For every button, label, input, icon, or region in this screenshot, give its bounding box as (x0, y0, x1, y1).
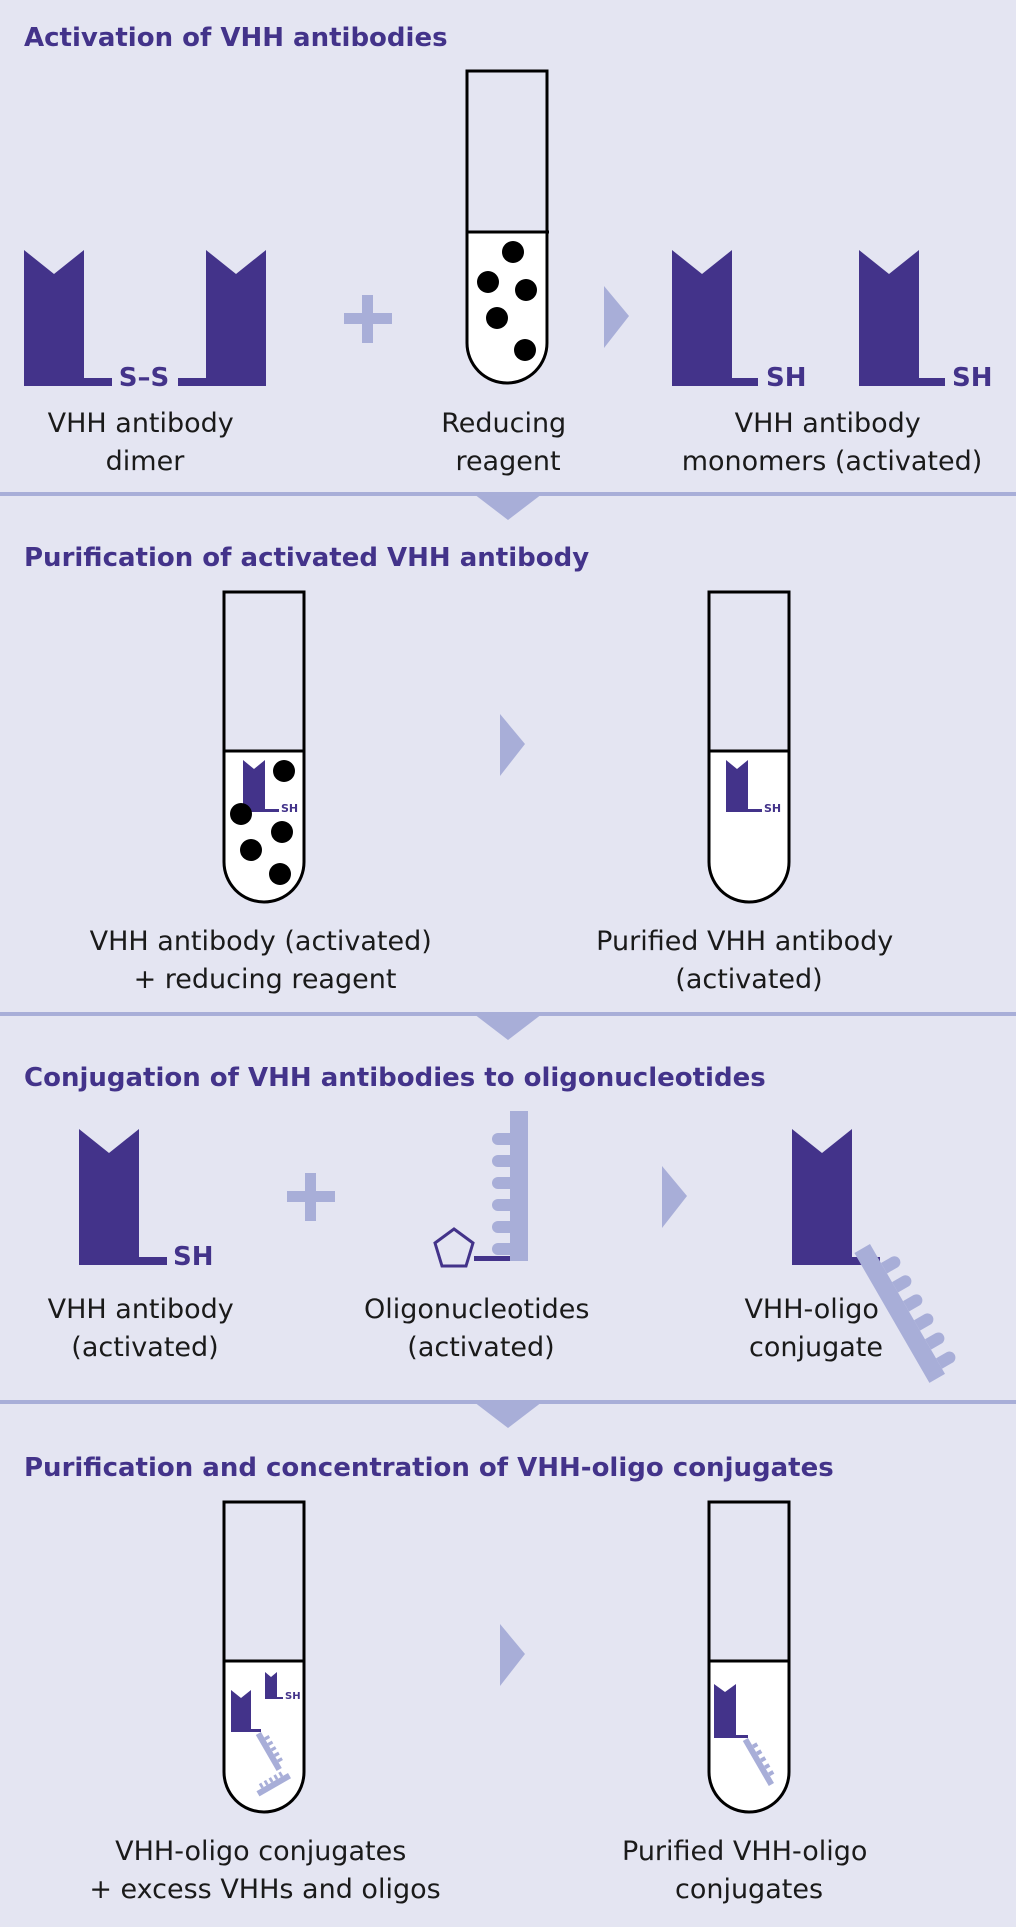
arrow-icon (662, 1166, 687, 1228)
antibody-activated-label: VHH antibody (activated) (48, 1294, 243, 1363)
pentagon-icon (433, 1227, 475, 1268)
thiol-label: SH (766, 363, 807, 393)
antibody-shape-left (24, 250, 84, 386)
section-conjugation: Conjugation of VHH antibodies to oligonu… (24, 1063, 961, 1383)
after-concentration-label: Purified VHH-oligo conjugates (622, 1836, 876, 1905)
svg-text:SH: SH (281, 802, 298, 815)
arrow-icon (500, 714, 525, 776)
section-divider (0, 1400, 1016, 1428)
dimer-label: VHH antibody dimer (48, 408, 243, 477)
thiol-label: SH (952, 363, 993, 393)
linker-right (178, 378, 206, 386)
thiol-label: SH (173, 1242, 214, 1272)
reagent-tube (465, 69, 549, 385)
before-concentration-label: VHH-oligo conjugates + excess VHHs and o… (89, 1836, 440, 1905)
section-heading: Purification and concentration of VHH-ol… (24, 1453, 834, 1483)
tube-before-concentration: SH (222, 1500, 306, 1814)
section-final-purification: Purification and concentration of VHH-ol… (24, 1453, 876, 1905)
monomers-label: VHH antibody monomers (activated) (682, 408, 983, 477)
section-divider (0, 1012, 1016, 1040)
linker-left (24, 378, 112, 386)
tube-before-purification: SH (222, 590, 306, 904)
section-purification: Purification of activated VHH antibody S… (24, 543, 902, 995)
antibody-monomers-illustration: SH SH (672, 250, 993, 393)
arrow-icon (604, 286, 629, 348)
antibody-shape-right (206, 250, 266, 386)
conjugate-illustration (792, 1129, 961, 1383)
arrow-icon (500, 1624, 525, 1686)
tube-after-purification: SH (707, 590, 791, 904)
svg-text:SH: SH (285, 1691, 301, 1702)
section-heading: Purification of activated VHH antibody (24, 543, 589, 573)
antibody-dimer-illustration: S–S (24, 250, 266, 393)
reagent-particles (477, 241, 537, 361)
antibody-activated-illustration: SH (79, 1129, 214, 1272)
section-heading: Activation of VHH antibodies (24, 23, 448, 53)
tube-after-concentration (707, 1500, 791, 1814)
section-divider (0, 492, 1016, 520)
oligonucleotide-label: Oligonucleotides (activated) (364, 1294, 598, 1363)
plus-icon (287, 1173, 335, 1221)
before-purification-label: VHH antibody (activated) + reducing reag… (90, 926, 441, 995)
after-purification-label: Purified VHH antibody (activated) (596, 926, 902, 995)
conjugate-label: VHH-oligo conjugate (744, 1294, 887, 1363)
plus-icon (344, 295, 392, 343)
svg-text:SH: SH (764, 802, 781, 815)
section-activation: Activation of VHH antibodies S–S VHH ant… (24, 23, 993, 477)
oligonucleotide-illustration (433, 1111, 528, 1268)
disulfide-label: S–S (119, 363, 169, 393)
reagent-label: Reducing reagent (441, 408, 575, 477)
section-heading: Conjugation of VHH antibodies to oligonu… (24, 1063, 766, 1093)
